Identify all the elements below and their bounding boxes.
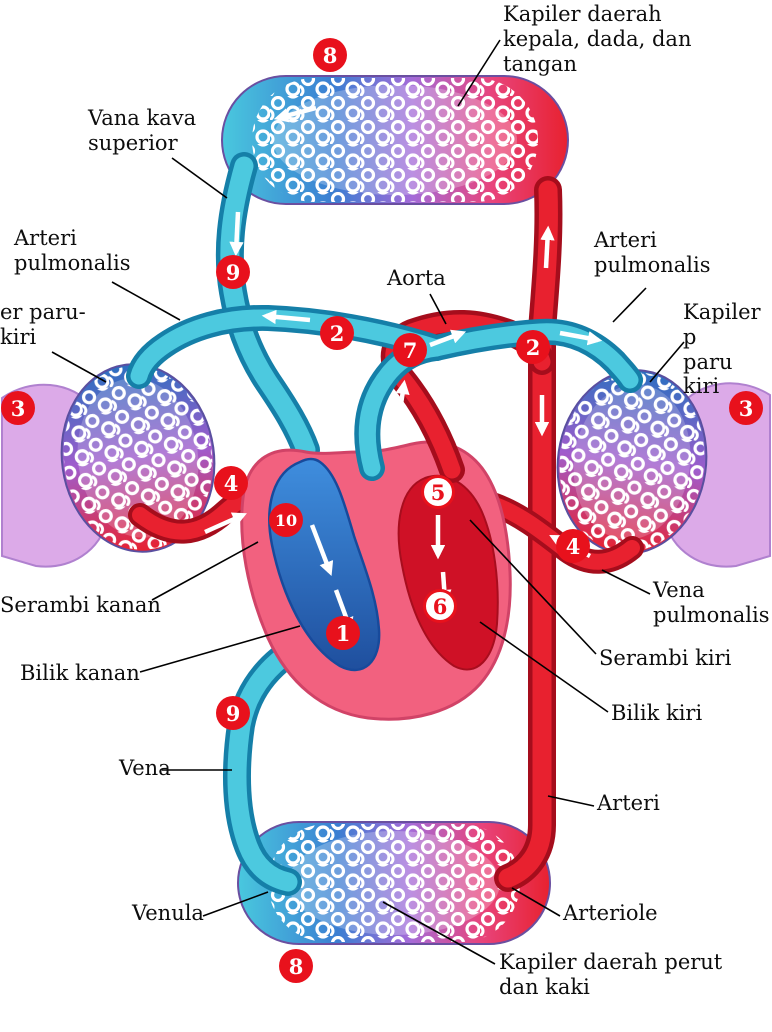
heart	[240, 440, 512, 721]
right-lung-capillaries	[556, 369, 708, 555]
label-bilik-kanan: Bilik kanan	[20, 661, 140, 685]
badge-8-bottom: 8	[279, 949, 313, 983]
flow-arrows	[204, 105, 603, 633]
badge-9-bottom: 9	[216, 696, 250, 730]
badge-9-top: 9	[216, 255, 250, 289]
badge-6: 6	[423, 589, 457, 623]
badge-4-left: 4	[214, 466, 248, 500]
badge-4-right: 4	[556, 529, 590, 563]
label-arteri: Arteri	[597, 791, 660, 815]
badge-2-right: 2	[516, 330, 550, 364]
label-vana-kava-superior: Vana kava superior	[88, 106, 197, 155]
label-arteri-pulmonalis-right: Arteri pulmonalis	[594, 228, 711, 277]
left-lung-capillaries	[60, 363, 216, 553]
badge-3-right: 3	[729, 391, 763, 425]
label-kapiler-perut: Kapiler daerah perut dan kaki	[499, 950, 723, 999]
badge-8-top: 8	[313, 38, 347, 72]
badge-7: 7	[393, 333, 427, 367]
label-serambi-kanan: Serambi kanan	[0, 593, 161, 617]
badge-3-left: 3	[1, 391, 35, 425]
label-kapiler-kepala: Kapiler daerah kepala, dada, dan tangan	[503, 2, 692, 76]
label-bilik-kiri: Bilik kiri	[611, 701, 703, 725]
label-kapiler-paru-left: er paru- kiri	[0, 300, 86, 349]
leader-lines	[51, 39, 685, 965]
label-aorta: Aorta	[387, 266, 446, 290]
label-venula: Venula	[132, 901, 204, 925]
label-arteri-pulmonalis-left: Arteri pulmonalis	[14, 226, 131, 275]
top-capillary-bed	[221, 75, 569, 205]
badge-2-left: 2	[320, 316, 354, 350]
bottom-capillary-bed	[237, 821, 551, 945]
vena-vessel	[223, 626, 326, 896]
badge-1: 1	[326, 616, 360, 650]
label-vena-pulmonalis: Vena pulmonalis	[653, 578, 770, 627]
label-arteriole: Arteriole	[563, 901, 658, 925]
label-kapiler-paru-right: Kapiler p paru kiri	[683, 300, 761, 399]
badge-10: 10	[269, 503, 303, 537]
label-vena: Vena	[119, 756, 171, 780]
badge-5: 5	[421, 475, 455, 509]
label-serambi-kiri: Serambi kiri	[599, 646, 732, 670]
